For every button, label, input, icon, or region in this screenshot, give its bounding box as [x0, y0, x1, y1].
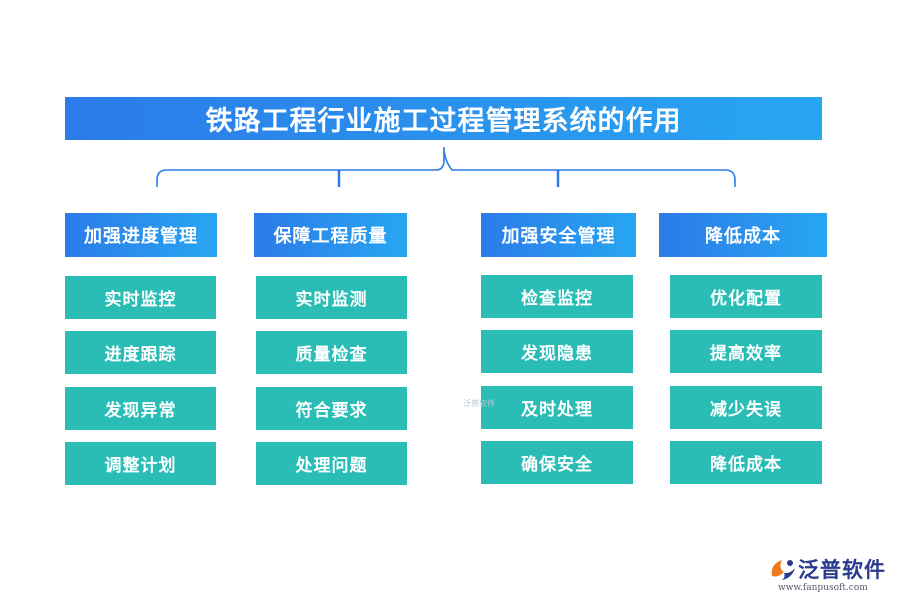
column-item: 及时处理 — [481, 386, 633, 429]
column-header-cost: 降低成本 — [659, 213, 827, 257]
column-item: 减少失误 — [670, 386, 822, 429]
column-header-safety: 加强安全管理 — [481, 213, 636, 257]
column-item: 确保安全 — [481, 441, 633, 484]
brand-logo: 泛普软件 www.fanpusoft.com — [768, 552, 893, 597]
column-item: 实时监测 — [256, 276, 407, 319]
logo-name: 泛普软件 — [798, 558, 886, 582]
column-item: 调整计划 — [65, 442, 216, 485]
logo-url: www.fanpusoft.com — [778, 583, 868, 593]
column-item: 质量检查 — [256, 331, 407, 374]
column-item: 降低成本 — [670, 441, 822, 484]
column-item: 发现异常 — [65, 387, 216, 430]
column-item: 优化配置 — [670, 275, 822, 318]
column-item: 进度跟踪 — [65, 331, 216, 374]
column-item: 检查监控 — [481, 275, 633, 318]
column-header-progress: 加强进度管理 — [65, 213, 217, 257]
column-item: 提高效率 — [670, 330, 822, 373]
column-item: 实时监控 — [65, 276, 216, 319]
logo-icon — [771, 560, 795, 580]
column-item: 符合要求 — [256, 387, 407, 430]
page-title: 铁路工程行业施工过程管理系统的作用 — [65, 97, 822, 140]
column-header-quality: 保障工程质量 — [254, 213, 407, 257]
watermark: 泛普软件 — [463, 399, 495, 408]
column-item: 发现隐患 — [481, 330, 633, 373]
column-item: 处理问题 — [256, 442, 407, 485]
